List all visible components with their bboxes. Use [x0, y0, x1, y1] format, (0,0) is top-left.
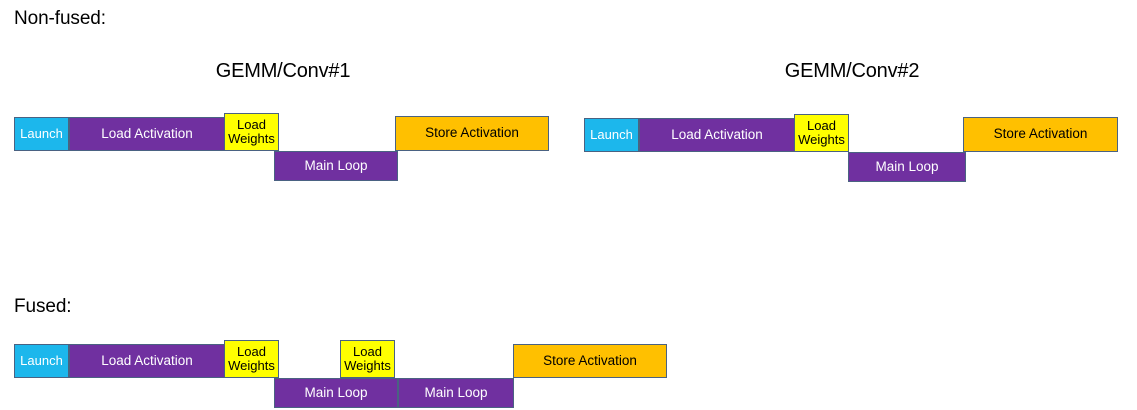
- bar-gemm-conv-1-launch: Launch: [14, 117, 69, 151]
- bar-gemm-conv-2-load-activation: Load Activation: [639, 118, 795, 152]
- bar-label-load-weights: Load Weights: [798, 118, 845, 147]
- bar-label-load-weights-1: Load Weights: [228, 344, 275, 373]
- bar-gemm-conv-2-main-loop: Main Loop: [848, 152, 966, 182]
- bar-label-main-loop-2: Main Loop: [424, 384, 488, 400]
- bar-label-main-loop: Main Loop: [875, 158, 939, 174]
- bar-fused-timeline-launch: Launch: [14, 344, 69, 378]
- bar-fused-timeline-load-weights-2: Load Weights: [340, 340, 395, 378]
- section-label-non-fused: Non-fused:: [14, 8, 106, 29]
- bar-fused-timeline-main-loop-1: Main Loop: [274, 378, 398, 408]
- bar-gemm-conv-1-load-weights: Load Weights: [224, 113, 279, 151]
- bar-gemm-conv-1-store-activation: Store Activation: [395, 116, 549, 151]
- bar-fused-timeline-store-activation: Store Activation: [513, 344, 667, 378]
- bar-label-load-activation: Load Activation: [101, 352, 193, 368]
- bar-gemm-conv-2-store-activation: Store Activation: [963, 117, 1118, 152]
- bar-gemm-conv-2-load-weights: Load Weights: [794, 114, 849, 152]
- bar-label-load-activation: Load Activation: [671, 126, 763, 142]
- kernel-title-gemm-conv-1: GEMM/Conv#1: [215, 60, 351, 82]
- bar-label-store-activation: Store Activation: [543, 352, 637, 368]
- bar-label-store-activation: Store Activation: [425, 125, 519, 141]
- kernel-title-gemm-conv-2: GEMM/Conv#2: [784, 60, 920, 82]
- section-label-fused: Fused:: [14, 296, 72, 317]
- bar-label-main-loop-1: Main Loop: [304, 384, 368, 400]
- bar-label-launch: Launch: [20, 353, 63, 369]
- bar-fused-timeline-load-activation: Load Activation: [69, 344, 225, 378]
- bar-gemm-conv-1-load-activation: Load Activation: [69, 117, 225, 151]
- bar-fused-timeline-load-weights-1: Load Weights: [224, 340, 279, 378]
- bar-label-launch: Launch: [20, 126, 63, 142]
- bar-label-load-weights-2: Load Weights: [344, 344, 391, 373]
- bar-gemm-conv-1-main-loop: Main Loop: [274, 151, 398, 181]
- bar-label-load-activation: Load Activation: [101, 125, 193, 141]
- bar-label-main-loop: Main Loop: [304, 157, 368, 173]
- bar-label-store-activation: Store Activation: [993, 126, 1088, 142]
- bar-label-load-weights: Load Weights: [228, 117, 275, 146]
- bar-label-launch: Launch: [590, 127, 633, 143]
- bar-fused-timeline-main-loop-2: Main Loop: [398, 378, 514, 408]
- bar-gemm-conv-2-launch: Launch: [584, 118, 639, 152]
